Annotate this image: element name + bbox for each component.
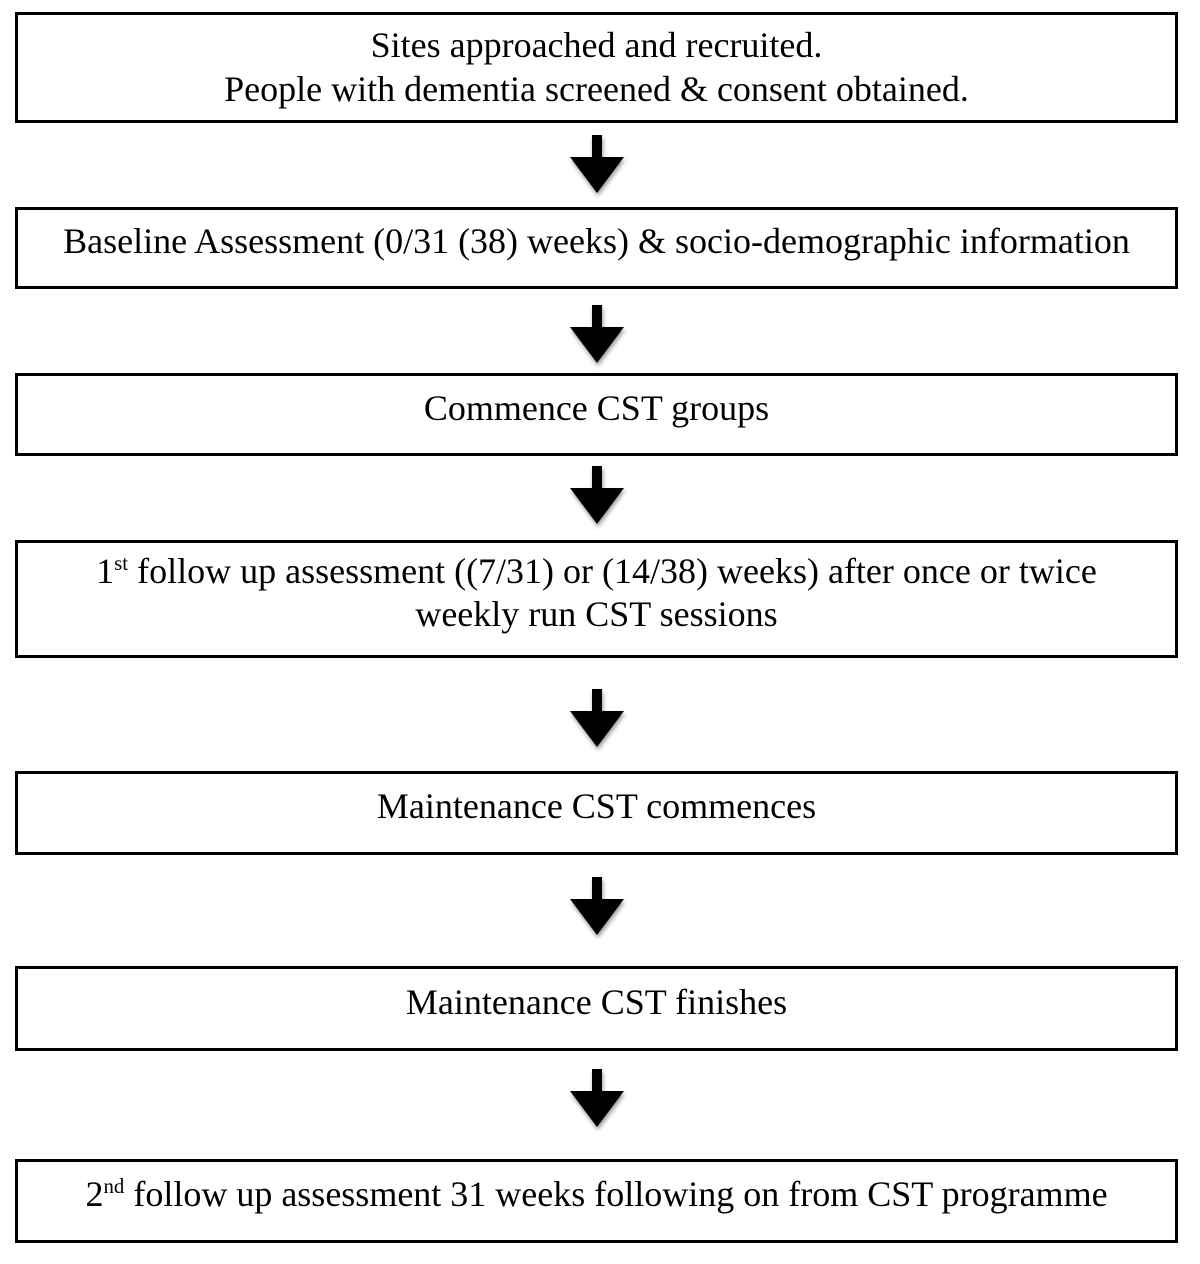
down-arrow-icon <box>570 135 624 193</box>
flow-box-maintenance-cst-commences: Maintenance CST commences <box>15 771 1178 855</box>
box-text-line: 2nd follow up assessment 31 weeks follow… <box>18 1173 1175 1216</box>
down-arrow-icon <box>570 305 624 363</box>
box-text-line: Maintenance CST commences <box>376 786 817 827</box>
box-text-segment: follow up assessment ((7/31) or (14/38) … <box>128 550 1097 591</box>
down-arrow-icon <box>570 466 624 524</box>
flow-box-second-follow-up-assessment: 2nd follow up assessment 31 weeks follow… <box>15 1159 1178 1243</box>
box-text-line: Maintenance CST finishes <box>405 981 788 1022</box>
flow-box-commence-cst-groups: Commence CST groups <box>15 373 1178 456</box>
ordinal-number: 2 <box>85 1174 104 1215</box>
ordinal-number: 1 <box>96 550 115 591</box>
down-arrow-icon <box>570 877 624 935</box>
box-text-segment: follow up assessment 31 weeks following … <box>124 1174 1108 1215</box>
flow-box-first-follow-up-assessment: 1st follow up assessment ((7/31) or (14/… <box>15 540 1178 658</box>
ordinal-suffix: nd <box>103 1174 125 1199</box>
down-arrow-icon <box>570 689 624 747</box>
flow-box-maintenance-cst-finishes: Maintenance CST finishes <box>15 966 1178 1051</box>
flow-box-sites-approached: Sites approached and recruited. People w… <box>15 12 1178 123</box>
box-text-line: Commence CST groups <box>423 387 770 428</box>
flow-box-baseline-assessment: Baseline Assessment (0/31 (38) weeks) & … <box>15 207 1178 289</box>
box-text-line: Sites approached and recruited. <box>370 25 823 66</box>
box-text-line: People with dementia screened & consent … <box>224 68 969 109</box>
box-text-line: 1st follow up assessment ((7/31) or (14/… <box>18 550 1175 593</box>
ordinal-suffix: st <box>114 550 129 575</box>
box-text-line: Baseline Assessment (0/31 (38) weeks) & … <box>63 221 1130 262</box>
down-arrow-icon <box>570 1069 624 1127</box>
box-text-line: weekly run CST sessions <box>415 594 778 634</box>
